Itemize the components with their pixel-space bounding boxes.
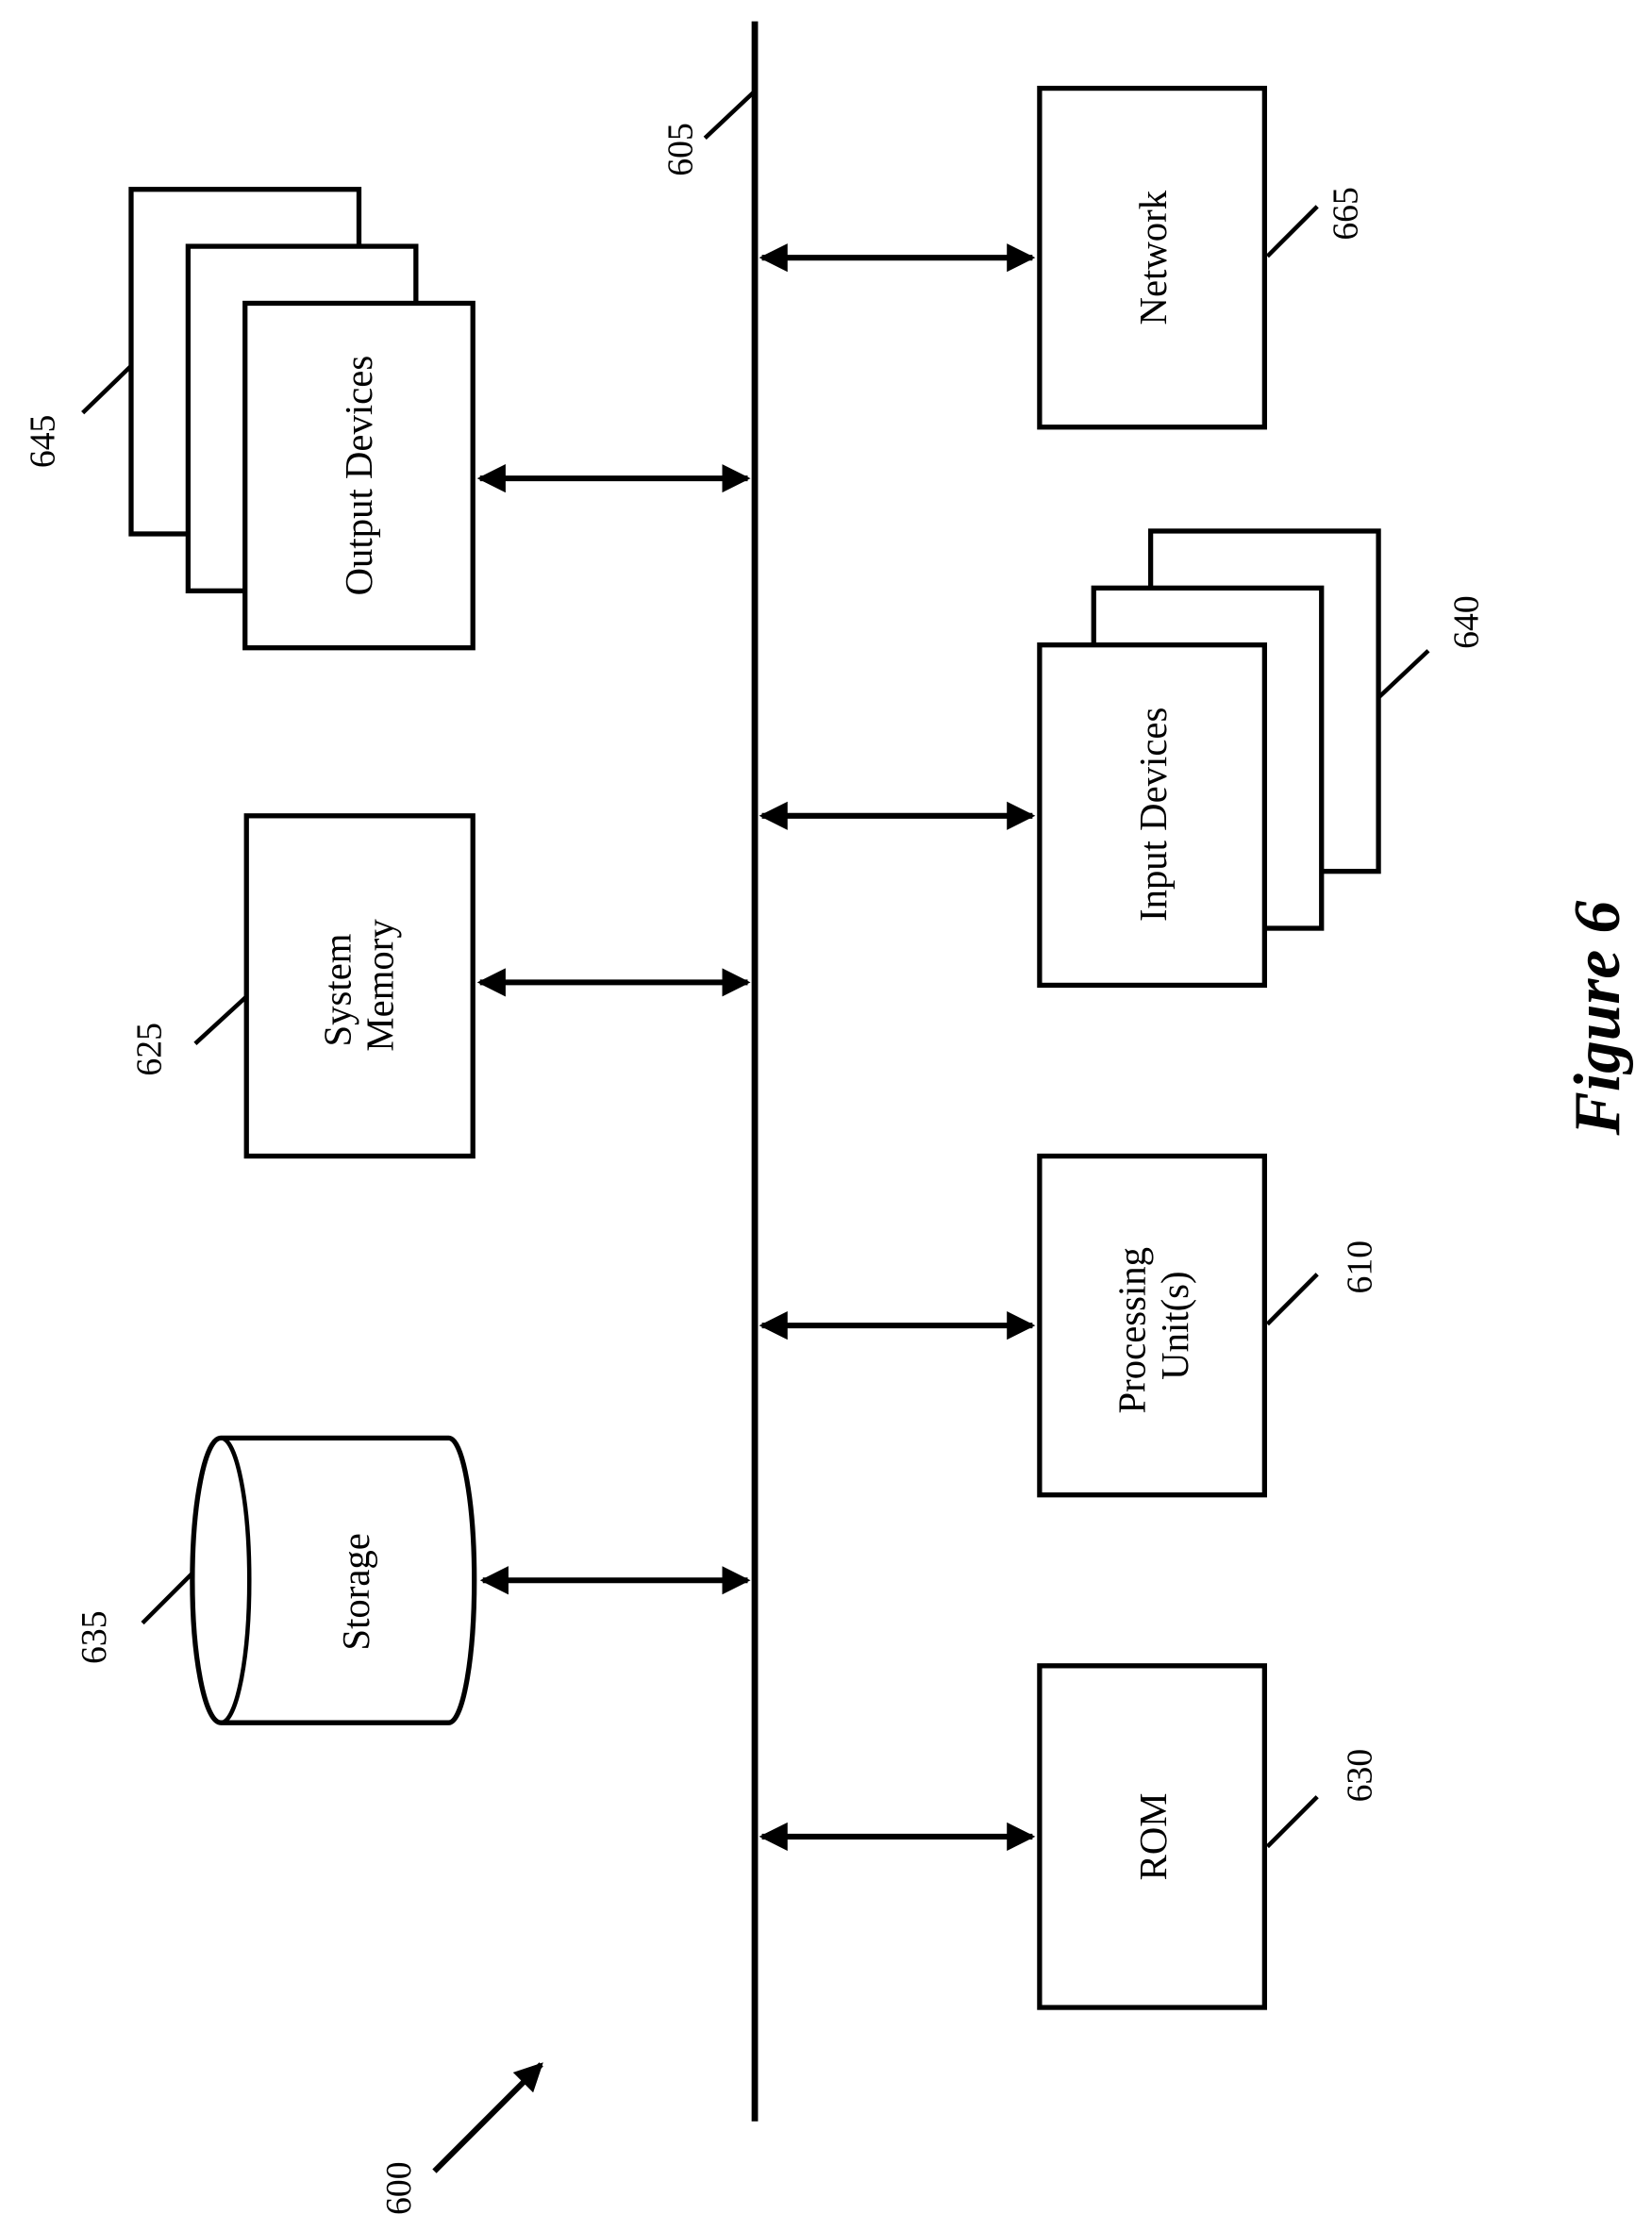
- rom-ref: 630: [1341, 1749, 1380, 1803]
- processing-units-ref: 610: [1341, 1240, 1380, 1294]
- storage-leader: [142, 1573, 192, 1623]
- storage-cylinder: [192, 1438, 475, 1723]
- output-devices-leader: [83, 366, 131, 413]
- system-ref-arrow: [434, 2064, 541, 2171]
- processing-units-line2: Unit(s): [1154, 1271, 1196, 1379]
- system-memory-line1: System: [316, 933, 359, 1046]
- system-memory-line2: Memory: [359, 919, 402, 1052]
- rom-leader: [1267, 1797, 1317, 1847]
- figure-title: Figure 6: [1561, 900, 1634, 1136]
- network-label: Network: [1132, 190, 1175, 325]
- output-devices-label: Output Devices: [338, 356, 380, 596]
- network-leader: [1267, 207, 1317, 257]
- processing-units-leader: [1267, 1274, 1317, 1324]
- system-memory-label: System Memory: [316, 919, 401, 1052]
- output-devices-ref: 645: [23, 415, 62, 469]
- network-ref: 665: [1326, 187, 1365, 241]
- storage-ref: 635: [75, 1610, 114, 1664]
- storage-label: Storage: [335, 1533, 377, 1650]
- system-memory-ref: 625: [130, 1023, 170, 1076]
- input-devices-leader: [1378, 651, 1428, 698]
- processing-units-line1: Processing: [1111, 1247, 1154, 1414]
- system-memory-leader: [195, 996, 246, 1043]
- bus-ref: 605: [661, 123, 701, 176]
- system-ref: 600: [379, 2161, 419, 2215]
- input-devices-ref: 640: [1447, 595, 1487, 649]
- bus-leader: [705, 92, 755, 139]
- rom-label: ROM: [1132, 1793, 1175, 1881]
- input-devices-label: Input Devices: [1132, 708, 1175, 922]
